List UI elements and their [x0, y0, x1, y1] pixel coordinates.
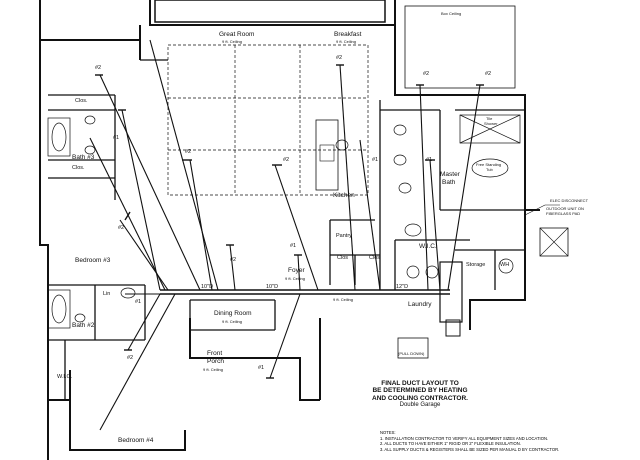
bedroom3-label: Bedroom #3 [75, 257, 111, 264]
bath3-label: Bath #3 [72, 154, 95, 161]
foyer-label: Foyer [288, 267, 305, 274]
master-bath-label: Master [440, 171, 460, 178]
duct-tag: #1 [372, 157, 379, 163]
duct-tag: #2 [230, 257, 237, 263]
storage-label: Storage [466, 262, 486, 268]
duct-tag: #2 [485, 71, 492, 77]
dining-ceiling-label: 9 ft. Ceiling [222, 319, 243, 324]
duct-tag: #2 [185, 149, 192, 155]
pantry-label: Pantry [336, 233, 352, 239]
elec-disconnect-label: ELEC DISCONNECT [550, 198, 589, 203]
notes-block: NOTES: 1. INSTALLATION CONTRACTOR TO VER… [380, 430, 630, 453]
duct-tag: #2 [283, 157, 290, 163]
foyer-ceiling-label: 9 ft. Ceiling [285, 276, 306, 281]
final-note-line: AND COOLING CONTRACTOR. [372, 394, 468, 402]
front-porch-ceiling-label: 9 ft. Ceiling [203, 367, 224, 372]
duct-tag: #2 [118, 225, 125, 231]
final-note-line: BE DETERMINED BY HEATING [372, 387, 468, 395]
duct-tag: #1 [135, 299, 142, 305]
front-porch-label-2: Porch [207, 358, 224, 365]
note-item: 1. INSTALLATION CONTRACTOR TO VERIFY ALL… [380, 435, 549, 441]
laundry-label: Laundry [408, 301, 432, 308]
duct-tag: #2 [95, 65, 102, 71]
outdoor-unit-label-2: FIBERGLASS PAD [546, 211, 581, 216]
corridor-ceiling-label: 9 ft. Ceiling [333, 297, 354, 302]
closet-label-d: Clos [369, 255, 381, 261]
bedroom4-label: Bedroom #4 [118, 437, 154, 444]
front-porch-label: Front [207, 350, 223, 357]
outdoor-unit-label: OUTDOOR UNIT ON [546, 206, 584, 211]
great-room-label: Great Room [219, 31, 255, 38]
garage-label: Double Garage [399, 402, 441, 409]
linen-label: Lin [103, 291, 111, 297]
tile-shower-label: Tile [486, 116, 493, 121]
duct-size-label: 10"D [266, 284, 279, 290]
breakfast-ceiling-label: 9 ft. Ceiling [336, 39, 357, 44]
master-bath-label-2: Bath [442, 179, 456, 186]
bath2-label: Bath #2 [72, 322, 95, 329]
great-room-ceiling-label: 9 ft. Ceiling [222, 39, 243, 44]
box-ceiling-label: Box Ceiling [441, 11, 462, 16]
notes-header: NOTES: [380, 430, 396, 435]
duct-tag: #1 [258, 365, 265, 371]
note-item: 3. ALL SUPPLY DUCTS & REGISTERS SHALL BE… [380, 447, 560, 453]
pull-down-stair-label: (PULL DOWN) [398, 351, 425, 356]
duct-tag: #2 [127, 355, 134, 361]
free-standing-tub-label-2: Tub [486, 167, 493, 172]
exterior-walls [39, 0, 540, 460]
water-heater-label: WH [500, 262, 510, 268]
duct-size-label: 12"D [396, 284, 409, 290]
wic-left-label: W.I.C. [57, 374, 72, 380]
note-item: 2. ALL DUCTS TO HAVE EITHER 1" RIGID OR … [380, 441, 521, 447]
final-note-line: FINAL DUCT LAYOUT TO [381, 380, 459, 387]
dining-room-label: Dining Room [214, 310, 252, 317]
duct-tag: #2 [423, 71, 430, 77]
duct-tag: #1 [113, 135, 120, 141]
wic-right-label: W.I.C. [419, 243, 437, 250]
closet-label-c: Clos [337, 255, 349, 261]
duct-tag: #1 [426, 157, 433, 163]
free-standing-tub-label: Free Standing [476, 162, 502, 167]
duct-size-label: 10"D [201, 284, 214, 290]
closet-label-a: Clos. [75, 98, 88, 104]
duct-tag: #2 [336, 55, 343, 61]
final-duct-note: FINAL DUCT LAYOUT TO BE DETERMINED BY HE… [368, 380, 472, 409]
duct-tag: #1 [290, 243, 297, 249]
breakfast-label: Breakfast [334, 31, 362, 38]
tile-shower-label-2: Shower [484, 121, 498, 126]
closet-label-b: Clos. [72, 165, 85, 171]
kitchen-label: Kitchen [333, 192, 355, 199]
